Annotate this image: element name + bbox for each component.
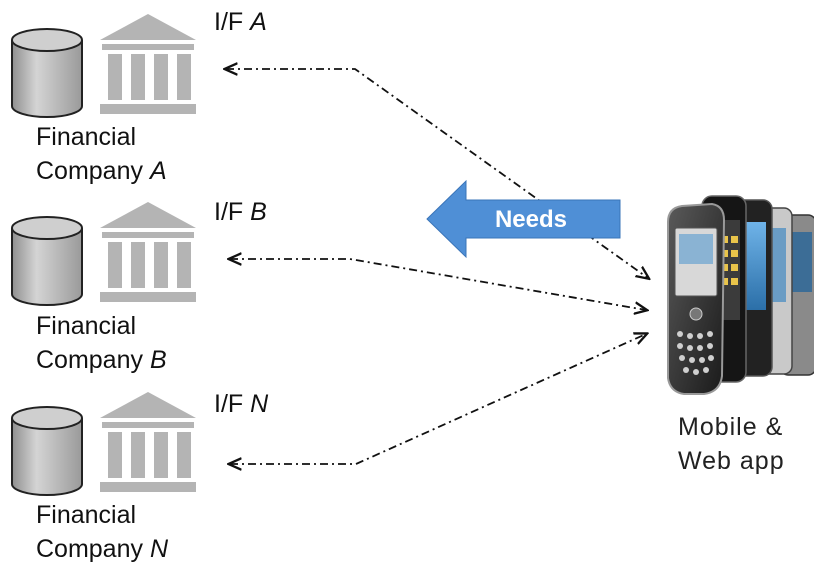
interface-label-a-prefix: I/F xyxy=(214,8,251,36)
company-b-label-line2: Company B xyxy=(36,346,167,374)
company-a-label-line2: Company A xyxy=(36,157,167,185)
interface-label-b: I/F B xyxy=(214,198,267,227)
mobile-web-app-line1: Mobile & xyxy=(678,413,784,441)
company-n-bank-icon xyxy=(100,392,196,492)
connector-a xyxy=(226,69,648,278)
interface-label-n-prefix: I/F xyxy=(214,390,251,418)
mobile-devices-icon xyxy=(667,195,814,395)
interface-label-a: I/F A xyxy=(214,8,267,37)
company-b-database-icon xyxy=(11,216,83,306)
company-n-database-icon xyxy=(11,406,83,496)
company-n-label: Financial Company N xyxy=(36,498,168,566)
needs-arrow: Needs xyxy=(426,179,621,259)
connector-n xyxy=(230,334,646,464)
company-b-bank-icon xyxy=(100,202,196,302)
interface-label-n-var: N xyxy=(250,390,269,418)
company-a-database-icon xyxy=(11,28,83,118)
connector-b xyxy=(230,259,646,310)
company-b-label-line1: Financial xyxy=(36,312,137,340)
interface-label-n: I/F N xyxy=(214,390,268,419)
interface-label-a-var: A xyxy=(250,8,267,36)
company-n-label-line2: Company N xyxy=(36,535,169,563)
interface-label-b-var: B xyxy=(250,198,267,226)
company-a-label-line1: Financial xyxy=(36,123,137,151)
company-b-label: Financial Company B xyxy=(36,309,167,377)
mobile-web-app-label: Mobile & Web app xyxy=(678,410,785,478)
company-a-bank-icon xyxy=(100,14,196,114)
company-n-label-line1: Financial xyxy=(36,501,137,529)
company-a-label: Financial Company A xyxy=(36,120,167,188)
mobile-web-app-line2: Web app xyxy=(678,447,785,475)
interface-label-b-prefix: I/F xyxy=(214,198,251,226)
needs-label: Needs xyxy=(495,206,567,233)
